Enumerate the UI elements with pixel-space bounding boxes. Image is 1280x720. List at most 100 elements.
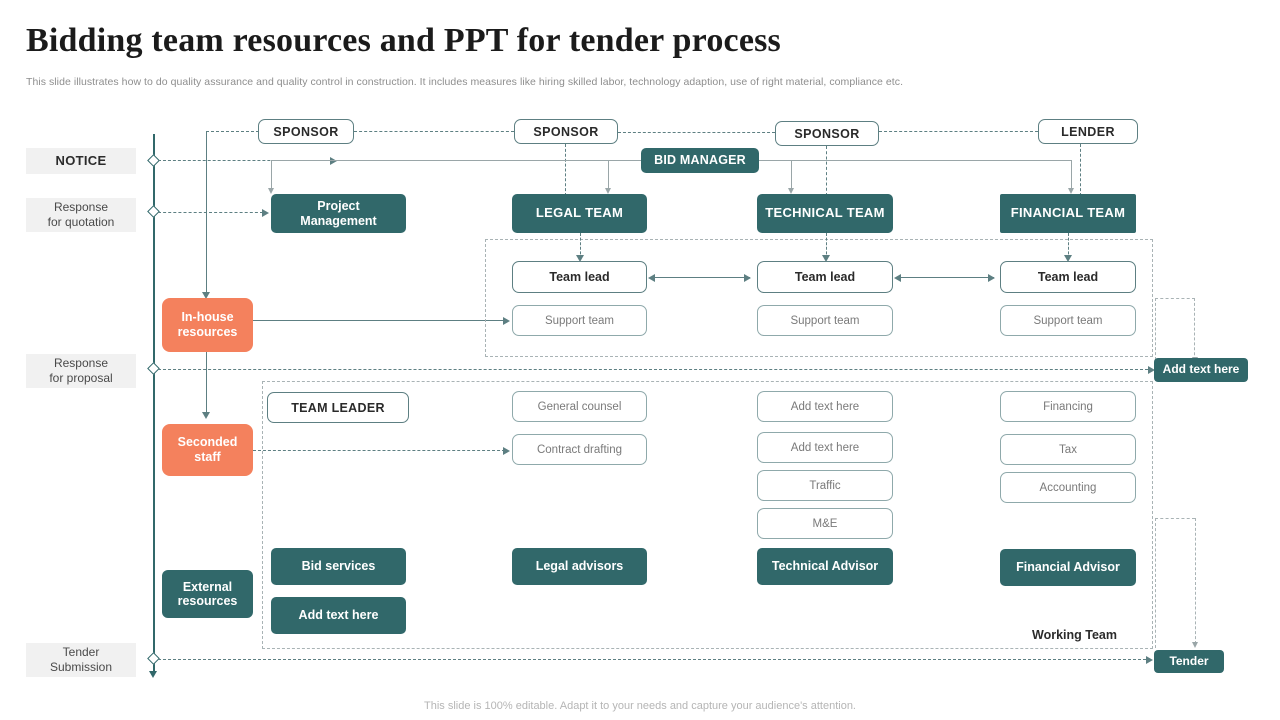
sponsor-box-2[interactable]: SPONSOR — [514, 119, 618, 144]
working-team-group-box — [262, 381, 1153, 649]
lane-line-submission — [158, 659, 1146, 660]
technical-team-label: TECHNICAL TEAM — [765, 205, 885, 221]
support-team-box-2[interactable]: Support team — [757, 305, 893, 336]
in-house-resources-chip[interactable]: In-house resources — [162, 298, 253, 352]
support-team-box-1[interactable]: Support team — [512, 305, 647, 336]
legal-to-lead-line — [580, 233, 581, 259]
financial-advisor-label: Financial Advisor — [1016, 560, 1120, 575]
financial-role-box-2[interactable]: Tax — [1000, 434, 1136, 465]
financial-role-box-1[interactable]: Financing — [1000, 391, 1136, 422]
inhouse-to-support-arrow — [503, 317, 510, 325]
financial-advisor-box[interactable]: Financial Advisor — [1000, 549, 1136, 586]
sponsor-1-drop-line — [206, 131, 207, 296]
add-text-here-advisor-box[interactable]: Add text here — [271, 597, 406, 634]
sponsor-box-1-label: SPONSOR — [273, 124, 339, 139]
project-management-box[interactable]: Project Management — [271, 194, 406, 233]
seconded-staff-chip[interactable]: Seconded staff — [162, 424, 253, 476]
legal-advisors-label: Legal advisors — [535, 559, 624, 574]
stage-label-notice: NOTICE — [26, 148, 136, 174]
lead-link-2-3 — [900, 277, 994, 278]
legal-to-lead-arrow — [576, 255, 584, 262]
output-bracket-bottom-arrow — [1191, 642, 1198, 648]
inhouse-to-seconded-line — [206, 352, 207, 416]
inhouse-to-support-line — [253, 320, 505, 321]
legal-team-box[interactable]: LEGAL TEAM — [512, 194, 647, 233]
technical-role-box-1[interactable]: Add text here — [757, 391, 893, 422]
external-resources-line1: External — [182, 579, 233, 594]
general-counsel-box[interactable]: General counsel — [512, 391, 647, 422]
bid-services-box[interactable]: Bid services — [271, 548, 406, 585]
technical-role-box-4[interactable]: M&E — [757, 508, 893, 539]
bar-drop-project-arrow — [267, 188, 274, 194]
bid-manager-label: BID MANAGER — [654, 153, 746, 168]
lead-link-1-2 — [654, 277, 750, 278]
contract-drafting-label: Contract drafting — [536, 443, 622, 456]
financial-team-box[interactable]: FINANCIAL TEAM — [1000, 194, 1136, 233]
technical-role-3-label: Traffic — [809, 479, 841, 492]
output-add-text-here-label: Add text here — [1162, 362, 1240, 377]
lender-box-label: LENDER — [1061, 124, 1115, 139]
support-team-2-label: Support team — [790, 314, 860, 327]
financial-role-2-label: Tax — [1059, 443, 1077, 456]
lender-box[interactable]: LENDER — [1038, 119, 1138, 144]
bar-drop-project — [271, 160, 272, 192]
bid-manager-box[interactable]: BID MANAGER — [641, 148, 759, 173]
output-bracket-top-left — [1155, 298, 1156, 360]
sponsor-box-2-label: SPONSOR — [533, 124, 599, 139]
team-leader-label: TEAM LEADER — [291, 400, 385, 415]
stage-label-proposal-line1: Response — [53, 356, 109, 370]
stage-label-tender-line1: Tender — [62, 645, 100, 659]
timeline-spine-arrow — [149, 671, 157, 678]
support-team-box-3[interactable]: Support team — [1000, 305, 1136, 336]
sponsor-box-3[interactable]: SPONSOR — [775, 121, 879, 146]
bid-services-label: Bid services — [301, 559, 376, 574]
technical-advisor-label: Technical Advisor — [771, 559, 879, 574]
bar-drop-legal-arrow — [604, 188, 611, 194]
bar-drop-financial-arrow — [1067, 188, 1074, 194]
sponsor-box-3-label: SPONSOR — [794, 126, 860, 141]
financial-role-box-3[interactable]: Accounting — [1000, 472, 1136, 503]
bar-drop-legal — [608, 160, 609, 192]
seconded-to-contract-arrow — [503, 447, 510, 455]
sponsor-1-drop-arrow — [202, 292, 210, 299]
sponsor-link-1-2 — [354, 131, 514, 132]
slide-footer-note: This slide is 100% editable. Adapt it to… — [424, 700, 856, 712]
financial-role-3-label: Accounting — [1039, 481, 1097, 494]
sponsor-box-1[interactable]: SPONSOR — [258, 119, 354, 144]
external-resources-chip[interactable]: External resources — [162, 570, 253, 618]
output-bracket-bottom-right — [1195, 518, 1196, 644]
team-lead-box-3[interactable]: Team lead — [1000, 261, 1136, 293]
stage-label-notice-text: NOTICE — [55, 152, 107, 168]
contract-drafting-box[interactable]: Contract drafting — [512, 434, 647, 465]
legal-advisors-box[interactable]: Legal advisors — [512, 548, 647, 585]
stage-label-response-proposal: Response for proposal — [26, 354, 136, 388]
lead-link-2-3-arrow-right — [988, 273, 995, 282]
lead-link-1-2-arrow-left — [648, 273, 655, 282]
financial-team-label: FINANCIAL TEAM — [1010, 205, 1126, 221]
add-text-here-advisor-label: Add text here — [298, 608, 379, 623]
stage-label-proposal-line2: for proposal — [49, 371, 113, 385]
output-tender-box[interactable]: Tender — [1154, 650, 1224, 673]
financial-to-lead-line — [1068, 233, 1069, 259]
general-counsel-label: General counsel — [537, 400, 622, 413]
output-bracket-bottom-top — [1155, 518, 1195, 519]
lane-arrow-quotation — [262, 209, 269, 217]
team-lead-box-2[interactable]: Team lead — [757, 261, 893, 293]
lane-line-proposal — [158, 369, 1148, 370]
technical-role-box-2[interactable]: Add text here — [757, 432, 893, 463]
leads-group-box — [485, 239, 1153, 357]
output-add-text-here-box[interactable]: Add text here — [1154, 358, 1248, 382]
support-team-1-label: Support team — [544, 314, 615, 327]
bar-drop-technical-arrow — [787, 188, 794, 194]
in-house-line1: In-house — [181, 310, 234, 324]
lead-link-2-3-arrow-left — [894, 273, 901, 282]
output-bracket-top — [1155, 298, 1195, 370]
output-bracket-bottom-left — [1155, 518, 1156, 648]
technical-team-box[interactable]: TECHNICAL TEAM — [757, 194, 893, 233]
team-lead-box-1[interactable]: Team lead — [512, 261, 647, 293]
technical-role-box-3[interactable]: Traffic — [757, 470, 893, 501]
team-leader-box[interactable]: TEAM LEADER — [267, 392, 409, 423]
technical-advisor-box[interactable]: Technical Advisor — [757, 548, 893, 585]
page-title: Bidding team resources and PPT for tende… — [26, 22, 781, 59]
